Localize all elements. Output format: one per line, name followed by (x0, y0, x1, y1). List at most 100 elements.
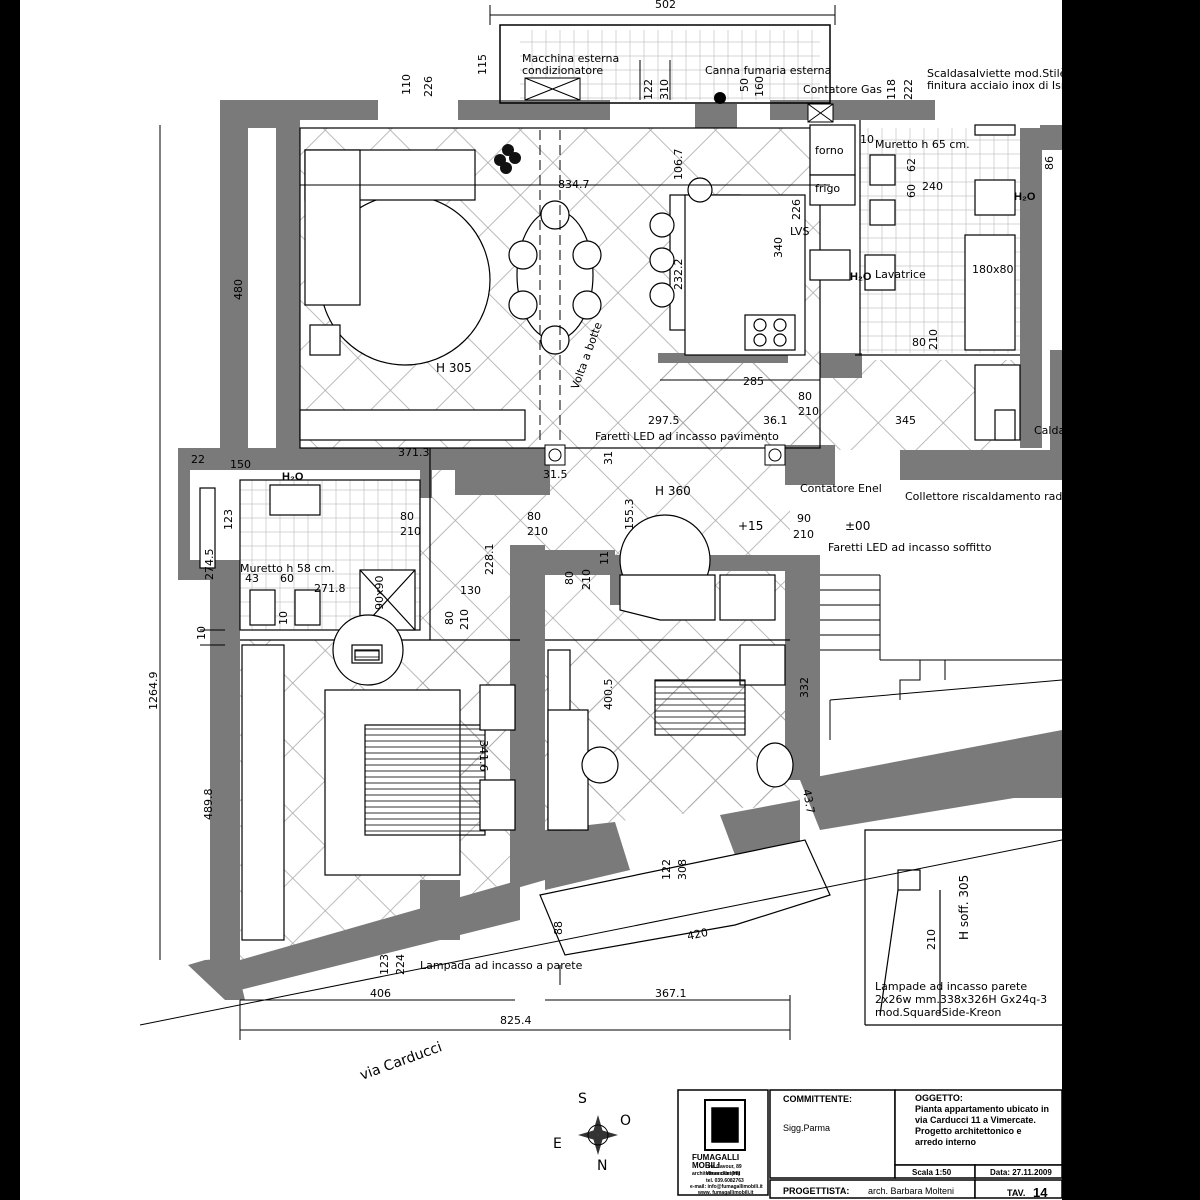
note-label: Macchina esterna (522, 52, 619, 65)
dim-label: 150 (230, 458, 251, 471)
compass-letter-o: O (620, 1113, 631, 1129)
tav-label: TAV. (1007, 1188, 1025, 1198)
note-label: Lampada ad incasso a parete (420, 959, 583, 972)
dim-label: 210 (927, 329, 940, 350)
legend-text: Lampade ad incasso parete (875, 980, 1027, 993)
note-label: Volta a botte (569, 320, 605, 391)
dim-label: 123 (222, 509, 235, 530)
tav-number: 14 (1033, 1185, 1048, 1200)
dim-label: 285 (743, 375, 764, 388)
water-symbol: H₂O (850, 271, 872, 283)
oggetto-line: arredo interno (915, 1137, 977, 1147)
dim-label: 834.7 (558, 178, 590, 191)
compass-letter-n: N (597, 1158, 607, 1174)
bedroom-left-furniture (241, 614, 516, 941)
partition-lines (239, 120, 1020, 641)
dim-label: 122 (660, 859, 673, 880)
dim-label: 118 (885, 79, 898, 100)
dim-label: 297.5 (648, 414, 680, 427)
title-block (677, 1089, 1063, 1199)
dim-label: 10 (277, 611, 290, 625)
living-furniture (299, 124, 856, 441)
room-height-label: H 360 (655, 484, 691, 498)
dim-label: 130 (460, 584, 481, 597)
water-symbol: H₂O (1014, 191, 1036, 203)
dim-label: 332 (798, 677, 811, 698)
walls (178, 100, 1062, 1000)
address-line: Vimercate (MI) (706, 1171, 740, 1177)
note-label: Contatore Gas (803, 83, 882, 96)
dim-label: 367.1 (655, 987, 687, 1000)
dim-label: 310 (658, 79, 671, 100)
dim-label: 80 (798, 390, 812, 403)
scala-label: Scala 1:50 (912, 1168, 952, 1177)
address-line: e-mail: info@fumagallimobili.it (690, 1184, 763, 1190)
balcony-bottom (539, 839, 831, 956)
legend-text: 2x26w mm.338x326H Gx24q-3 (875, 993, 1047, 1006)
dim-label: 210 (925, 929, 938, 950)
dim-label: 10 (860, 133, 874, 146)
street-line (139, 839, 1063, 1026)
dim-label: 155.3 (623, 499, 636, 531)
room-label: frigo (815, 182, 840, 195)
dim-label: 210 (527, 525, 548, 538)
dimension-lines (159, 5, 836, 1040)
dim-label: 50 (738, 78, 751, 92)
ceiling-height-label: H soff. 305 (957, 875, 971, 940)
dim-label: 22 (191, 453, 205, 466)
led-posts (544, 444, 786, 466)
plant-icon (494, 144, 521, 174)
compass-rose-icon (578, 1115, 618, 1155)
dim-label: 341.6 (477, 740, 490, 772)
logo-name-2: MOBILI (692, 1161, 720, 1170)
dim-label: 86 (1043, 156, 1056, 170)
street-name: via Carducci (358, 1039, 444, 1083)
note-label: condizionatore (522, 64, 603, 77)
note-label: Faretti LED ad incasso soffitto (828, 541, 992, 554)
dim-label: 210 (400, 525, 421, 538)
oggetto-line: Pianta appartamento ubicato in (915, 1104, 1049, 1114)
lamp-legend-box (864, 829, 1062, 1026)
dim-label: 31 (602, 451, 615, 465)
dim-label: 80 (400, 510, 414, 523)
dim-label: 115 (476, 54, 489, 75)
dim-label: 60 (905, 184, 918, 198)
dim-label: 88 (552, 921, 565, 935)
room-label: 180x80 (972, 263, 1014, 276)
note-label: finitura acciaio inox di Isr (927, 79, 1066, 92)
bathroom-lower (199, 484, 416, 631)
dim-label: 240 (922, 180, 943, 193)
dim-label: 232.2 (672, 259, 685, 291)
dim-label: 122 (642, 79, 655, 100)
oggetto-line: Progetto architettonico e (915, 1126, 1022, 1136)
dim-label: 489.8 (202, 789, 215, 821)
legend-text: mod.SquareSide-Kreon (875, 1006, 1001, 1019)
dim-label: 308 (676, 859, 689, 880)
dim-label: 60 (280, 572, 294, 585)
note-label: Scaldasalviette mod.Stilè (927, 67, 1067, 80)
dim-label: 226 (422, 76, 435, 97)
note-label: Caldai (1034, 424, 1068, 437)
dim-label: 226 (790, 199, 803, 220)
level-label: +15 (738, 519, 763, 533)
committente-value: Sigg.Parma (783, 1123, 830, 1133)
dim-label: 228.1 (483, 544, 496, 576)
dim-label: 406 (370, 987, 391, 1000)
bedroom-right-furniture (547, 514, 794, 831)
dim-label: 80 (443, 611, 456, 625)
oggetto-label: OGGETTO: (915, 1093, 963, 1103)
dim-label: 80 (912, 336, 926, 349)
dim-label: 210 (798, 405, 819, 418)
dim-label: 31.5 (543, 468, 568, 481)
note-label: Faretti LED ad incasso pavimento (595, 430, 779, 443)
room-label: 90x90 (373, 575, 386, 610)
room-label: forno (815, 144, 844, 157)
oggetto-line: via Carducci 11 a Vimercate. (915, 1115, 1036, 1125)
dim-label: 224 (394, 954, 407, 975)
dim-label: 210 (458, 609, 471, 630)
dim-label: 43 (245, 572, 259, 585)
dim-label: 160 (753, 76, 766, 97)
dim-label: 80 (563, 571, 576, 585)
dim-label: 274.5 (203, 549, 216, 581)
